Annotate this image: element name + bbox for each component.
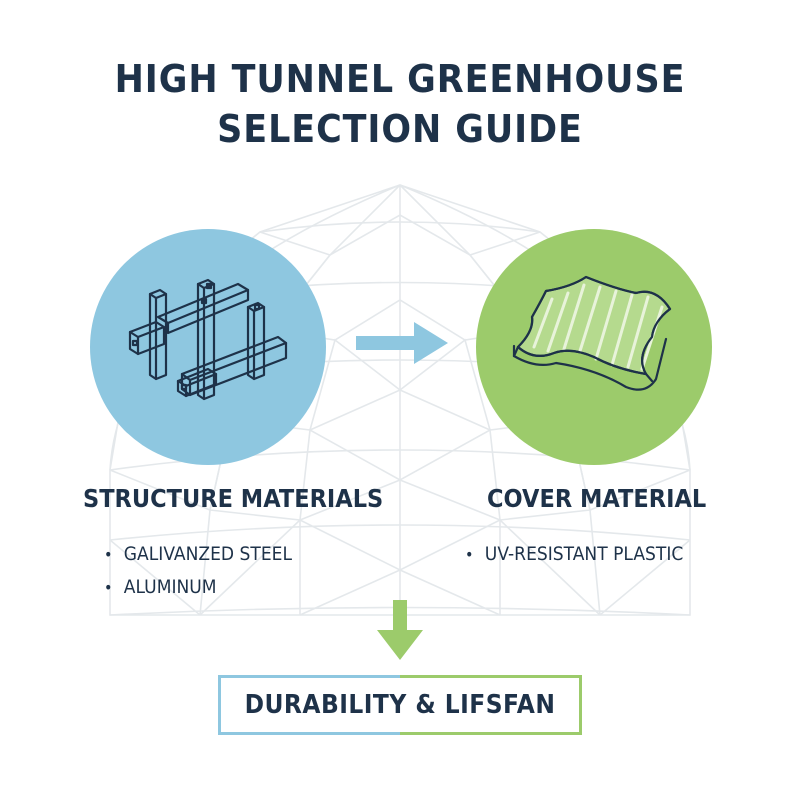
result-label: DURABILITY & LIFSFAN [244, 690, 556, 720]
structure-materials-list: GALIVANZED STEEL ALUMINUM [104, 538, 292, 604]
title-line-2: SELECTION GUIDE [217, 107, 583, 151]
list-item: ALUMINUM [104, 571, 292, 604]
title-line-1: HIGH TUNNEL GREENHOUSE [114, 57, 686, 101]
plastic-sheet-icon [476, 229, 712, 465]
structure-materials-heading: STRUCTURE MATERIALS [83, 484, 384, 513]
cover-material-heading: COVER MATERIAL [487, 484, 707, 513]
result-box-border [218, 675, 582, 735]
result-box: DURABILITY & LIFSFAN [218, 675, 582, 735]
structure-materials-circle [90, 229, 326, 465]
cover-material-circle [476, 229, 712, 465]
page-title: HIGH TUNNEL GREENHOUSE SELECTION GUIDE [32, 54, 768, 154]
arrow-right-icon [356, 322, 448, 364]
list-item: UV-RESISTANT PLASTIC [465, 538, 684, 571]
list-item: GALIVANZED STEEL [104, 538, 292, 571]
arrow-down-icon [377, 600, 423, 660]
cover-material-list: UV-RESISTANT PLASTIC [465, 538, 684, 571]
metal-beams-icon [90, 229, 326, 465]
